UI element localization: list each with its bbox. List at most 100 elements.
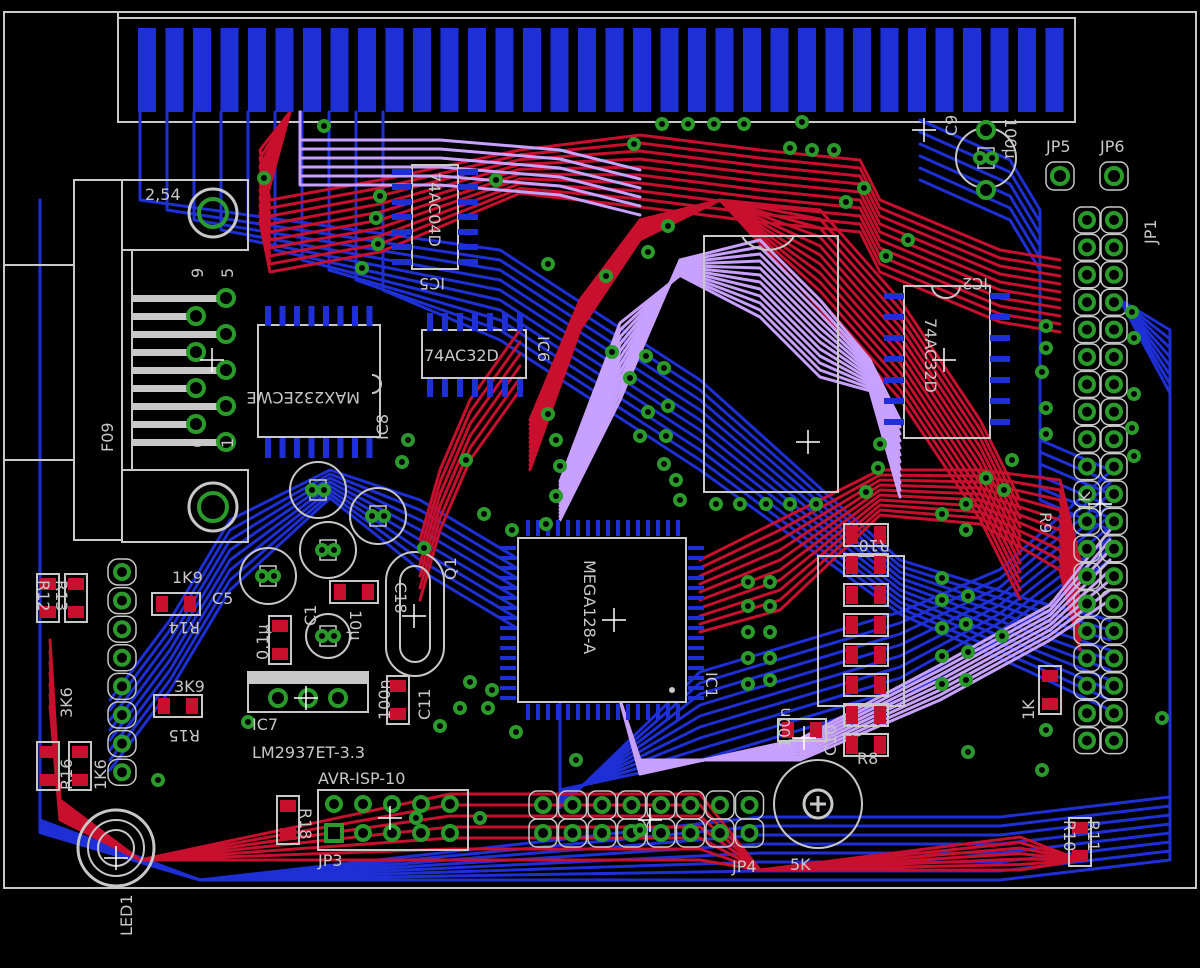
smd-outline [153, 694, 203, 718]
rarray-resistor [843, 673, 889, 697]
edge-finger [963, 28, 981, 112]
db9-pins [132, 288, 236, 452]
cap-pad [317, 483, 331, 497]
origin-cross [638, 808, 662, 832]
smd-pad [576, 704, 580, 720]
smd-resistor [1068, 817, 1092, 867]
smd-pad [688, 546, 704, 550]
rarray-pad [846, 736, 858, 754]
via [509, 725, 523, 739]
via [901, 233, 915, 247]
trace [48, 682, 1082, 872]
smd-pad [526, 704, 530, 720]
jp1-pin-frame [1073, 370, 1101, 399]
smd-pad [68, 578, 84, 590]
trace [48, 649, 1082, 872]
smd-pad [884, 356, 904, 362]
jp4-pad [711, 796, 729, 814]
via [1127, 331, 1141, 345]
origin-cross [1088, 492, 1112, 516]
label-jp1: JP1 [1141, 219, 1160, 245]
c9-pad [976, 180, 996, 200]
via [839, 195, 853, 209]
via [355, 261, 369, 275]
via [639, 349, 653, 363]
smd-pad [362, 584, 374, 600]
via [959, 673, 973, 687]
via [549, 489, 563, 503]
jp1-pad [1078, 211, 1096, 229]
smd-pad [458, 259, 478, 265]
origin-cross [792, 726, 816, 750]
trace [558, 264, 902, 508]
via [763, 625, 777, 639]
jp4-pin-frame [734, 818, 765, 848]
jp5-pad [1050, 166, 1070, 186]
smd-pad [636, 520, 640, 536]
via [641, 245, 655, 259]
trace [698, 493, 1082, 612]
jp1-pin-frame [1073, 452, 1101, 481]
cap-pad [305, 483, 319, 497]
smd-pad [265, 438, 271, 458]
label-pin9: 9 [188, 268, 207, 278]
trace [558, 259, 902, 511]
via [1035, 763, 1049, 777]
via [935, 621, 949, 635]
smd-pad [458, 184, 478, 190]
label-c9: C9 [942, 115, 961, 136]
smd-pad [517, 313, 523, 331]
jp1-pad [1105, 348, 1123, 366]
via [707, 117, 721, 131]
via [871, 461, 885, 475]
smd-pad [392, 199, 412, 205]
led1 [76, 808, 156, 888]
via [599, 269, 613, 283]
jp4-pad [534, 796, 552, 814]
via [1039, 427, 1053, 441]
via [1125, 305, 1139, 319]
rarray-pad [846, 706, 858, 724]
smd-pad [656, 704, 660, 720]
jp1-pin-frame [1073, 726, 1101, 755]
label-f09: F09 [98, 422, 117, 452]
trace [698, 513, 1082, 652]
via [433, 719, 447, 733]
trace [528, 198, 1022, 511]
label-jp4: JP4 [731, 857, 757, 876]
via [961, 589, 975, 603]
trace [108, 488, 522, 752]
edge-finger [688, 28, 706, 112]
label-r14: R14 [169, 618, 200, 637]
jp4-pin-frame [646, 818, 676, 848]
smd-pad [500, 586, 516, 590]
trace [258, 110, 1062, 318]
trace [38, 261, 1172, 882]
smd-resistor [1038, 665, 1062, 715]
edge-connector-fingers [138, 28, 1064, 112]
left-pad-column [107, 558, 137, 786]
db9-pin-lead [132, 385, 196, 392]
jp1-pin-frame [1100, 315, 1128, 344]
smd-pad [1072, 850, 1088, 862]
via [505, 523, 519, 537]
smd-pad [279, 306, 286, 326]
via [373, 189, 387, 203]
left-pad-frame [107, 758, 137, 786]
smd-pad [688, 676, 704, 680]
via [539, 517, 553, 531]
label-ic6-part: 74AC32D [424, 346, 499, 365]
via [669, 473, 683, 487]
label-r8: R8 [857, 749, 878, 768]
smd-pad [606, 704, 610, 720]
smd-pad [990, 335, 1010, 341]
smd-pad [500, 646, 516, 650]
left-pad-frame [107, 558, 137, 586]
rarray-pad [874, 586, 886, 604]
trace [558, 238, 902, 522]
jp1-pad [1078, 594, 1096, 613]
smd-pad [158, 698, 170, 714]
rarray-pad [874, 526, 886, 544]
edge-finger [523, 28, 541, 112]
jp1-pad [1105, 293, 1123, 312]
